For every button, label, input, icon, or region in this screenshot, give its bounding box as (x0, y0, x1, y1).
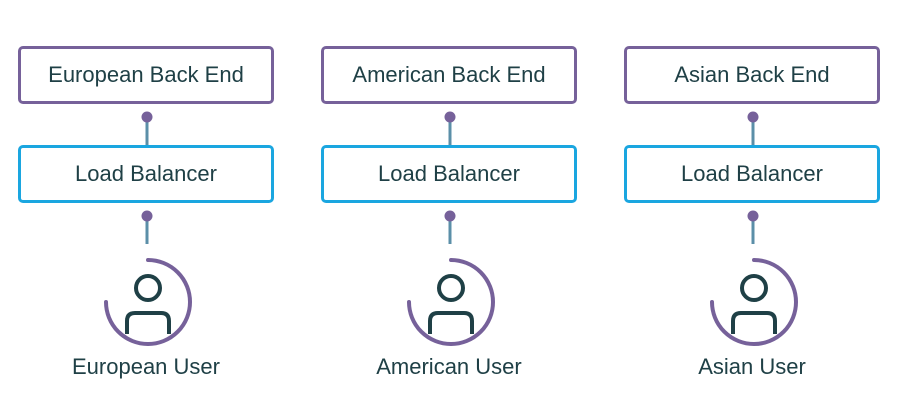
region-column-america: American Back End Load Balancer American… (321, 0, 581, 420)
connector-dot (444, 111, 456, 123)
connector-dot (747, 210, 759, 222)
user-icon (104, 258, 192, 346)
user-connector (444, 210, 456, 244)
user-icon (407, 258, 495, 346)
backend-connector (747, 111, 759, 145)
backend-box: European Back End (18, 46, 274, 104)
connector-dot (444, 210, 456, 222)
user-icon (710, 258, 798, 346)
backend-label: European Back End (48, 62, 244, 87)
load-balancer-box: Load Balancer (18, 145, 274, 203)
connector-dot (141, 210, 153, 222)
connector-dot (747, 111, 759, 123)
backend-label: American Back End (352, 62, 546, 87)
load-balancer-box: Load Balancer (624, 145, 880, 203)
backend-connector (444, 111, 456, 145)
user-label: Asian User (698, 354, 806, 379)
region-column-europe: European Back End Load Balancer European… (18, 0, 278, 420)
load-balancer-label: Load Balancer (681, 161, 823, 186)
load-balancer-label: Load Balancer (378, 161, 520, 186)
user-label: European User (72, 354, 220, 379)
backend-box: American Back End (321, 46, 577, 104)
backend-box: Asian Back End (624, 46, 880, 104)
load-balancer-box: Load Balancer (321, 145, 577, 203)
user-label: American User (376, 354, 522, 379)
backend-label: Asian Back End (674, 62, 830, 87)
load-balancer-label: Load Balancer (75, 161, 217, 186)
connector-dot (141, 111, 153, 123)
backend-connector (141, 111, 153, 145)
user-connector (747, 210, 759, 244)
region-column-asia: Asian Back End Load Balancer Asian User (624, 0, 884, 420)
user-connector (141, 210, 153, 244)
